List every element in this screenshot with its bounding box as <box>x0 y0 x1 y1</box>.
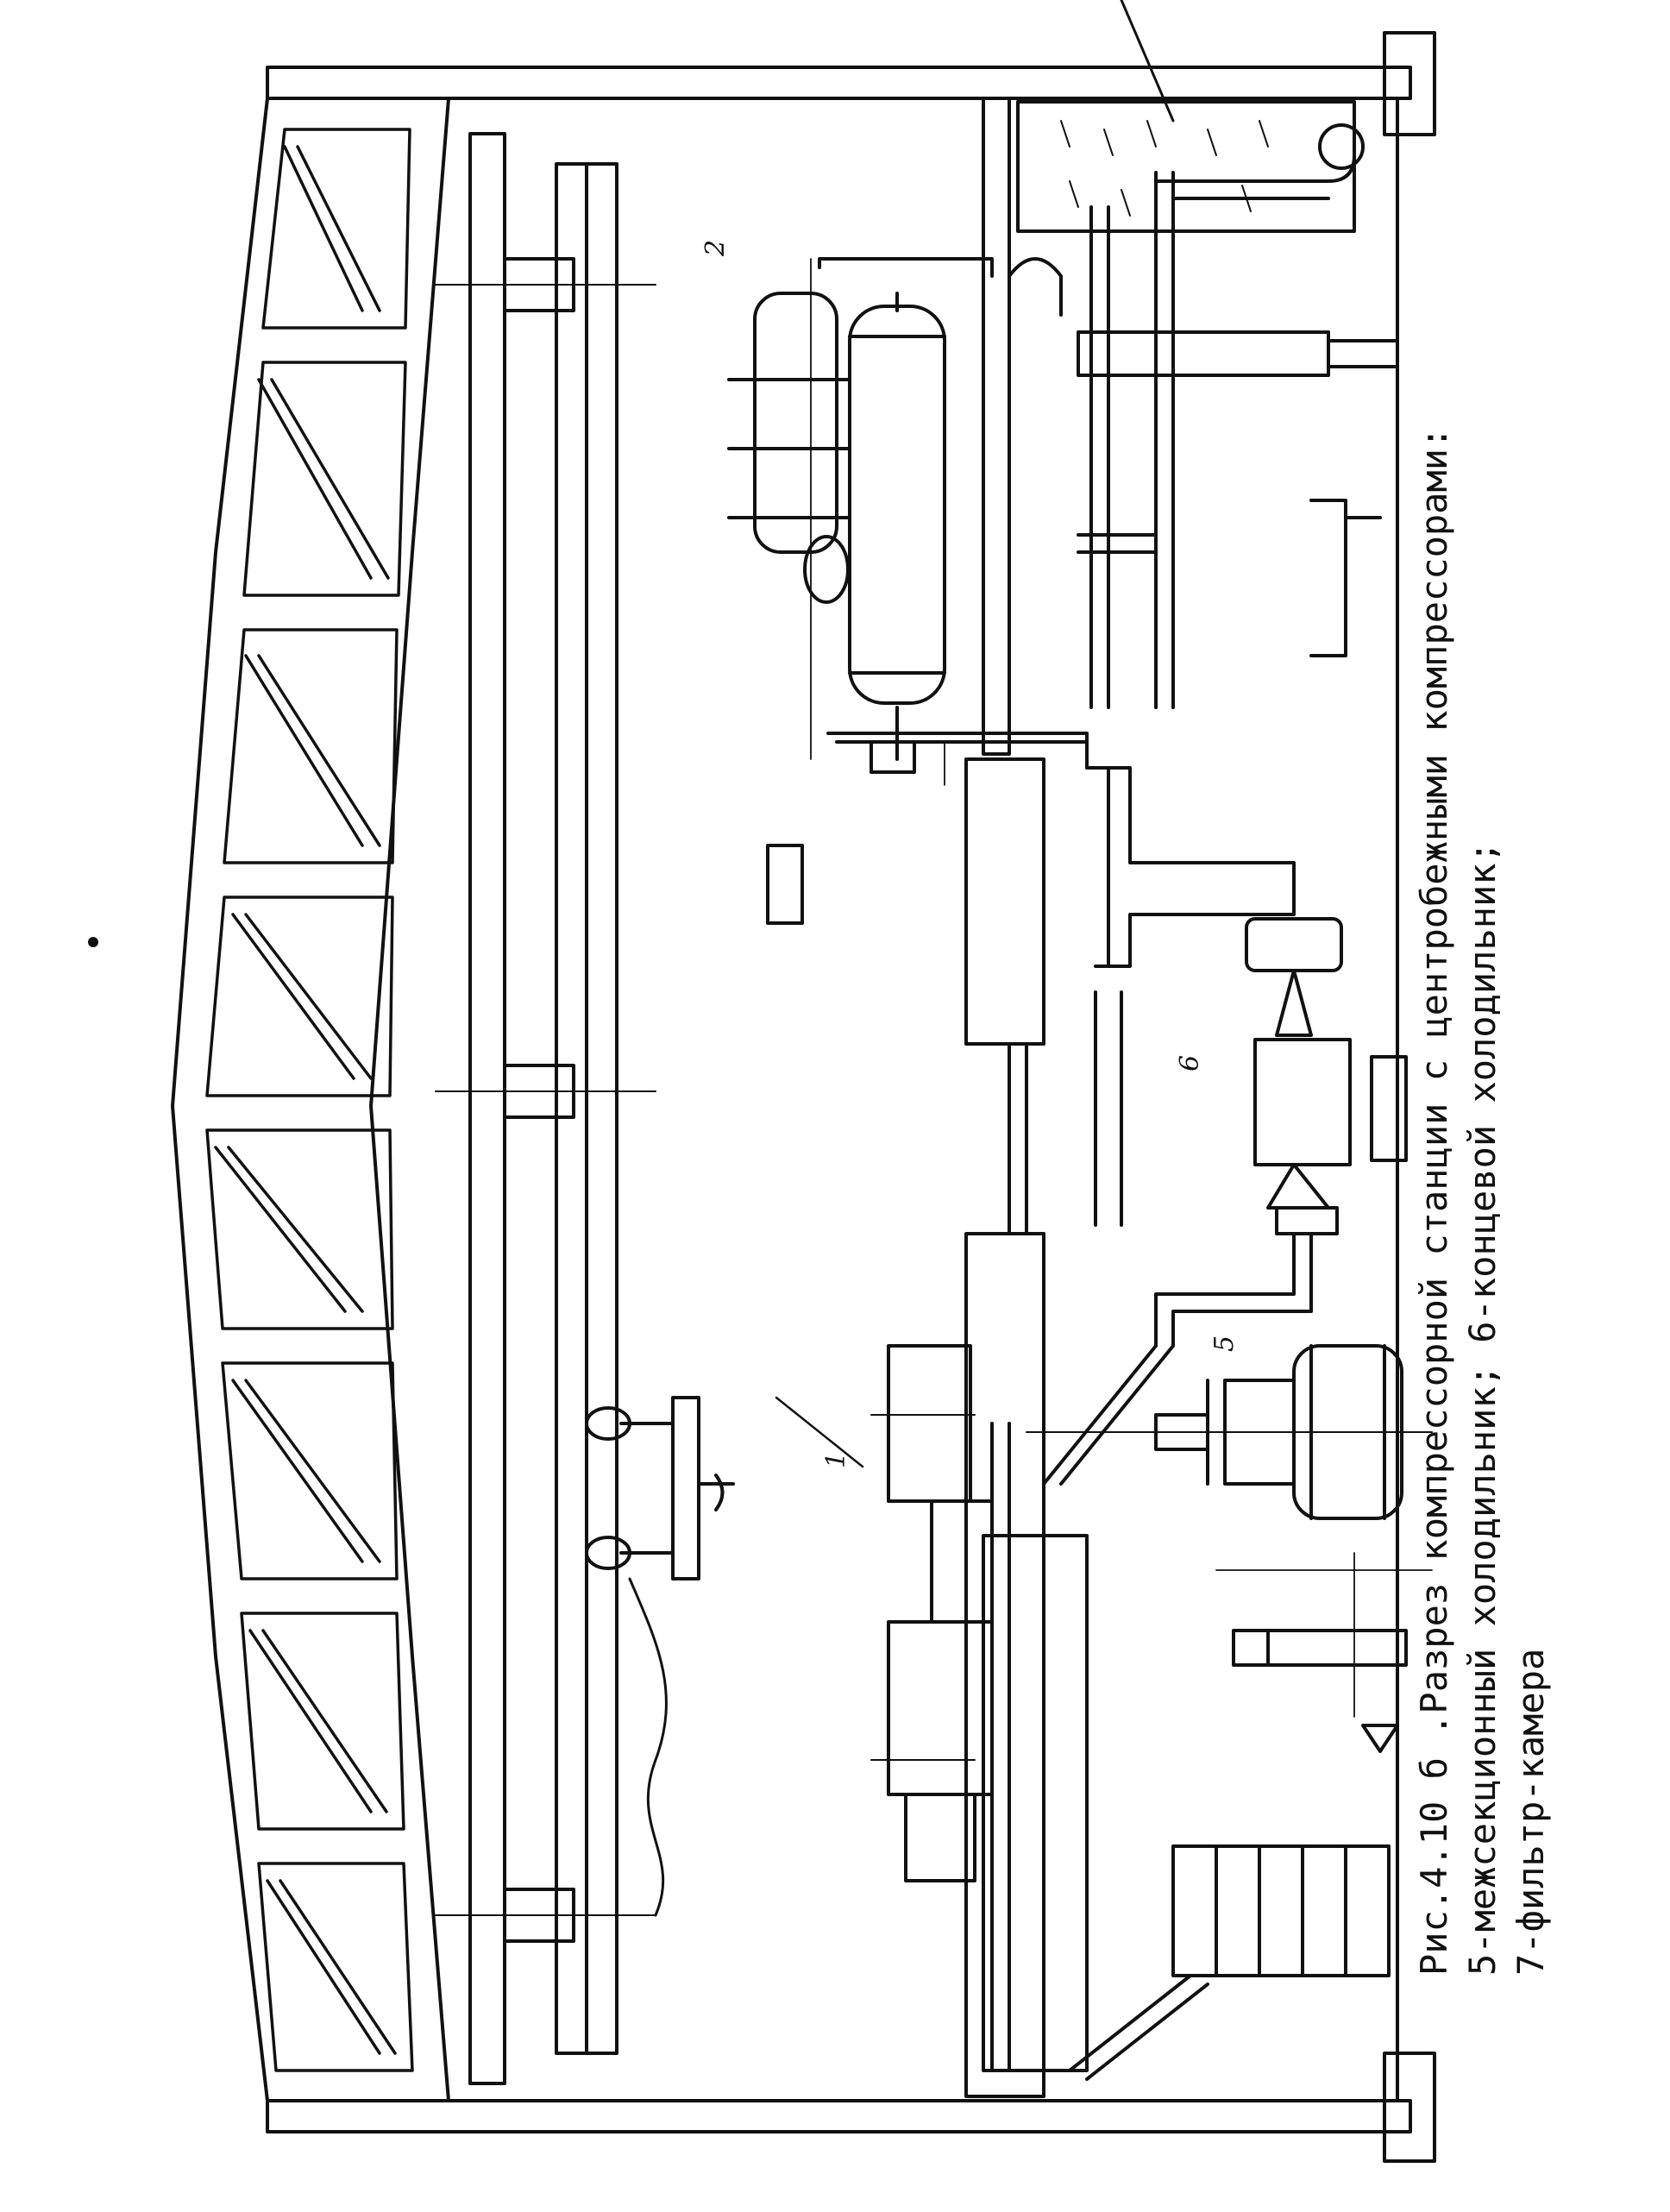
callout-2: 2 <box>700 239 731 257</box>
item-6-end-cooler <box>1085 766 1408 1348</box>
figure-caption: Рис.4.10 б .Разрез компрессорной станции… <box>1410 78 1555 1976</box>
callout-5: 5 <box>1209 1335 1240 1353</box>
center-lines <box>810 258 1433 1718</box>
service-piping <box>1016 0 1399 709</box>
roof-truss-panels <box>205 128 414 2072</box>
callout-1: 1 <box>821 1451 852 1469</box>
item-2-cooler <box>727 257 1089 774</box>
caption-line-1: Рис.4.10 б .Разрез компрессорной станции… <box>1413 426 1455 1976</box>
caption-line-3: 7-фильтр-камера <box>1510 1648 1552 1976</box>
lower-equipment <box>1068 1629 1408 2081</box>
item-1-compressor <box>775 1344 1089 2072</box>
caption-line-2: 5-межсекционный холодильник; 6-концевой … <box>1461 841 1504 1976</box>
item-5-intercooler <box>1026 1344 1433 1520</box>
mezzanine-floor <box>766 97 1045 2098</box>
callout-6: 6 <box>1175 1054 1206 1072</box>
overhead-crane <box>435 132 735 2085</box>
building-frame <box>171 31 1436 2163</box>
